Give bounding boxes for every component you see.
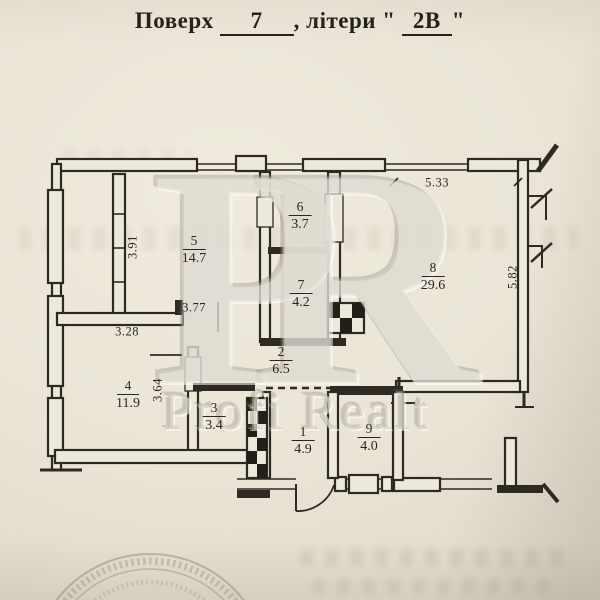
room-area: 4.0 xyxy=(360,439,378,455)
dim-3-28: 3.28 xyxy=(115,324,139,339)
room-area: 11.9 xyxy=(116,396,140,412)
right-exterior-wall xyxy=(516,158,553,394)
entrance-door-arc xyxy=(295,484,335,512)
room-8-label: 8 29.6 xyxy=(421,259,446,294)
room-2-label: 2 6.5 xyxy=(269,343,293,378)
dim-5-82: 5.82 xyxy=(505,265,520,289)
bottom-exterior-wall xyxy=(237,436,560,504)
room-9-label: 9 4.0 xyxy=(357,420,381,455)
top-exterior-wall xyxy=(55,143,560,173)
vent-shaft-vertical xyxy=(245,396,269,480)
room-number: 3 xyxy=(202,400,226,417)
room-area: 3.7 xyxy=(291,217,309,233)
room-area: 14.7 xyxy=(181,251,207,267)
room-7-label: 7 4.2 xyxy=(289,276,313,311)
room-number: 8 xyxy=(421,260,445,277)
room-5-label: 5 14.7 xyxy=(182,232,207,267)
dim-3-77: 3.77 xyxy=(182,300,206,315)
room-area: 4.2 xyxy=(292,295,310,311)
room-number: 7 xyxy=(289,277,313,294)
building-letters: 2В xyxy=(401,8,452,36)
room-3-label: 3 3.4 xyxy=(202,399,226,434)
room-area: 3.4 xyxy=(205,418,223,434)
notary-stamp xyxy=(55,553,245,600)
dim-3-64: 3.64 xyxy=(150,378,165,402)
room-number: 6 xyxy=(288,199,312,216)
floor-number: 7 xyxy=(219,8,294,36)
bleedthrough-text-band xyxy=(300,549,572,566)
room-6-label: 6 3.7 xyxy=(288,198,312,233)
room-area: 6.5 xyxy=(272,362,290,378)
dimension-ticks xyxy=(150,177,523,356)
room-number: 2 xyxy=(269,344,293,361)
title-middle: , літери xyxy=(293,8,377,33)
dim-5-33: 5.33 xyxy=(425,175,449,190)
bleedthrough-text-band xyxy=(18,226,578,250)
room-number: 4 xyxy=(116,378,140,395)
title-prefix: Поверх xyxy=(134,8,214,33)
open-quote: " xyxy=(382,8,402,33)
room-4-label: 4 11.9 xyxy=(116,377,140,412)
room-area: 4.9 xyxy=(294,442,312,458)
room-number: 5 xyxy=(182,233,206,250)
close-quote: " xyxy=(451,8,466,33)
bleedthrough-text-band xyxy=(62,149,192,160)
dim-3-91: 3.91 xyxy=(125,235,140,259)
room-1-label: 1 4.9 xyxy=(291,423,315,458)
room-area: 29.6 xyxy=(420,278,446,294)
vent-shaft-horizontal xyxy=(326,301,366,335)
bleedthrough-text-band xyxy=(312,579,550,594)
room8-bottom-wall xyxy=(391,377,534,408)
room-number: 1 xyxy=(291,424,315,441)
room-number: 9 xyxy=(357,421,381,438)
